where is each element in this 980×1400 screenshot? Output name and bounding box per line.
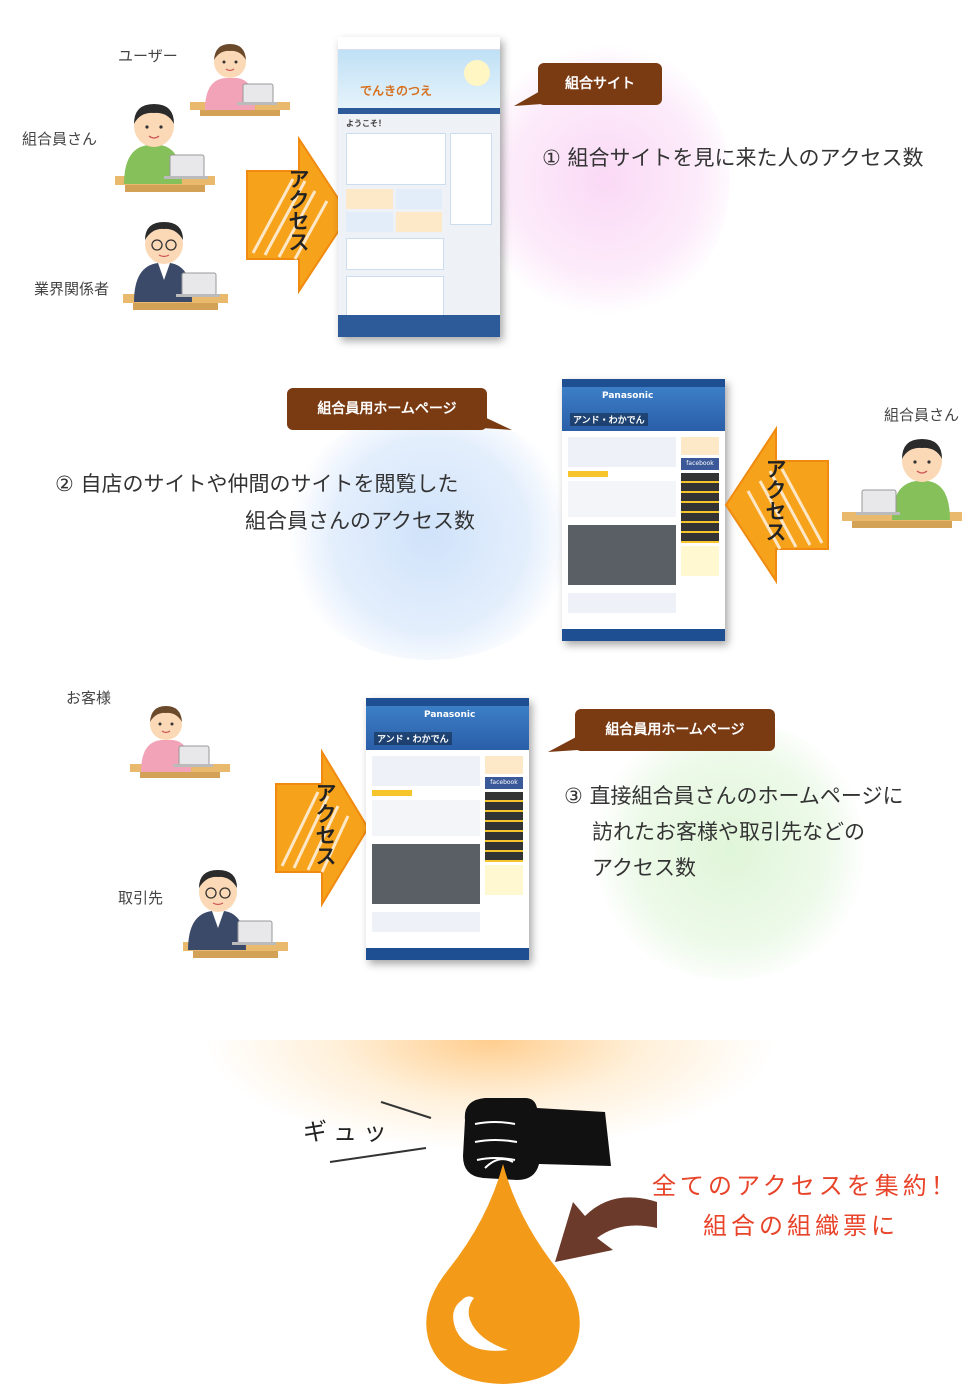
mock-site-title: でんきのつえ <box>360 84 433 98</box>
mock-social-2: facebook <box>485 777 523 789</box>
tag-member-homepage-3-tail <box>548 736 578 752</box>
tag-member-homepage-3: 組合員用ホームページ <box>575 709 775 751</box>
person-label-member: 組合員さん <box>22 130 98 148</box>
access-arrow-2 <box>724 425 829 585</box>
description-2-line-1: ② 自店のサイトや仲間のサイトを閲覧した <box>55 472 459 496</box>
mock-social-1: facebook <box>681 458 719 470</box>
mock-shop-2: アンド・わかでん <box>374 732 452 745</box>
description-3-line-2: 訪れたお客様や取引先などの <box>592 820 865 844</box>
access-arrow-1 <box>246 135 351 295</box>
description-3-line-1: ③ 直接組合員さんのホームページに <box>564 784 904 808</box>
orange-drop <box>426 1164 580 1384</box>
mock-brand-2: Panasonic <box>424 710 476 720</box>
tag-member-homepage-2-tail <box>478 414 512 430</box>
person-label-industry: 業界関係者 <box>34 280 110 298</box>
customer-woman-illustration <box>130 706 230 778</box>
member-homepage-screenshot-1[interactable]: Panasonic アンド・わかでん facebook <box>562 379 725 641</box>
member-man-illustration <box>115 104 215 192</box>
description-2-line-2: 組合員さんのアクセス数 <box>245 509 475 533</box>
industry-man-illustration <box>123 222 228 310</box>
business-partner-illustration <box>183 870 288 958</box>
fist-icon <box>463 1098 611 1180</box>
glow-blue <box>280 410 580 660</box>
access-arrow-3 <box>275 748 370 908</box>
aggregate-message-line-1: 全てのアクセスを集約！ <box>652 1172 959 1200</box>
mock-shop-1: アンド・わかでん <box>570 413 648 426</box>
curved-arrow <box>555 1197 657 1262</box>
squeeze-sound: ギュッ <box>303 1118 393 1146</box>
person-label-customer: お客様 <box>66 689 112 707</box>
member-homepage-screenshot-2[interactable]: Panasonic アンド・わかでん facebook <box>366 698 529 960</box>
member-man-illustration-2 <box>842 439 962 528</box>
arrow-3-label: アクセス <box>313 782 337 866</box>
tag-union-site-tail <box>514 90 542 106</box>
person-label-business-partner: 取引先 <box>118 889 164 907</box>
aggregate-message-line-2: 組合の組織票に <box>703 1212 899 1240</box>
description-1: ① 組合サイトを見に来た人のアクセス数 <box>542 146 924 170</box>
arrow-2-label: アクセス <box>763 458 787 542</box>
person-label-user: ユーザー <box>118 47 178 65</box>
arrow-1-label: アクセス <box>286 168 310 252</box>
user-woman-illustration <box>190 44 290 116</box>
mock-welcome: ようこそ！ <box>346 119 386 128</box>
glow-green <box>590 720 870 980</box>
mock-brand-1: Panasonic <box>602 391 654 401</box>
motion-lines <box>329 1101 432 1163</box>
union-site-screenshot[interactable]: でんきのつえ ようこそ！ <box>338 37 500 337</box>
description-3-line-3: アクセス数 <box>592 856 696 880</box>
tag-member-homepage-2: 組合員用ホームページ <box>287 388 487 430</box>
tag-union-site: 組合サイト <box>538 63 662 105</box>
person-label-member-2: 組合員さん <box>884 406 960 424</box>
